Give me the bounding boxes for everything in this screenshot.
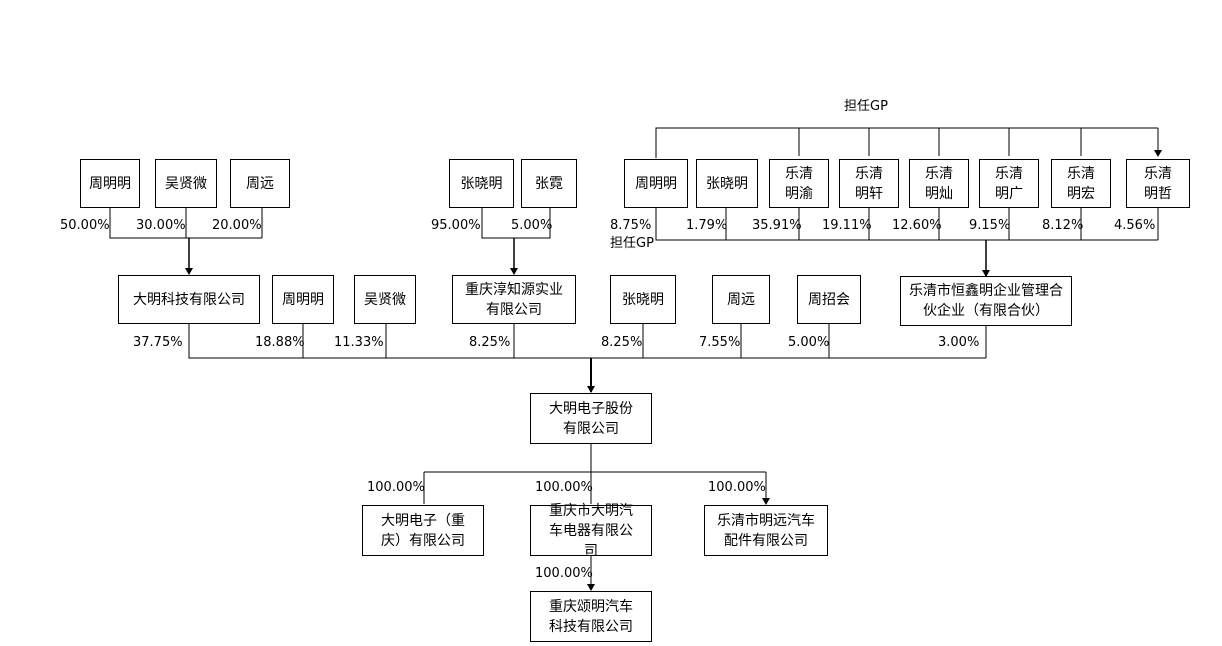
gp-arrow [798, 128, 1158, 156]
shareholder-box: 张晓明 [610, 275, 676, 324]
shareholder-box: 周远 [712, 275, 770, 324]
company-box: 大明电子股份有限公司 [530, 393, 652, 444]
shareholder-box: 大明科技有限公司 [118, 275, 260, 324]
pct-label: 100.00% [535, 566, 593, 581]
pct-label: 12.60% [892, 218, 942, 233]
pct-label: 7.55% [699, 335, 741, 350]
connector-line [424, 444, 766, 473]
pct-label: 8.25% [469, 335, 511, 350]
pct-label: 50.00% [60, 218, 110, 233]
holder-box: 周明明 [80, 159, 140, 208]
pct-label: 4.56% [1114, 218, 1156, 233]
pct-label: 5.00% [788, 335, 830, 350]
holder-box: 乐清明轩 [839, 159, 899, 208]
pct-label: 8.25% [601, 335, 643, 350]
holder-box: 张霓 [521, 159, 577, 208]
holder-box: 张晓明 [449, 159, 514, 208]
pct-label: 3.00% [938, 335, 980, 350]
pct-label: 30.00% [136, 218, 186, 233]
pct-label: 19.11% [822, 218, 872, 233]
pct-label: 100.00% [535, 480, 593, 495]
gp-connector [655, 127, 1158, 158]
pct-label: 18.88% [255, 335, 305, 350]
pct-label: 35.91% [752, 218, 802, 233]
shareholder-box: 周招会 [797, 275, 861, 324]
pct-label: 20.00% [212, 218, 262, 233]
connector-line [109, 208, 263, 239]
shareholder-box: 重庆淳知源实业有限公司 [452, 275, 576, 324]
gp-side-label: 担任GP [610, 236, 654, 251]
subsidiary-box: 重庆市大明汽车电器有限公司 [530, 503, 652, 559]
grand-subsidiary-box: 重庆颂明汽车科技有限公司 [530, 591, 652, 642]
pct-label: 100.00% [708, 480, 766, 495]
pct-label: 95.00% [431, 218, 481, 233]
pct-label: 8.12% [1042, 218, 1084, 233]
holder-box: 乐清明灿 [909, 159, 969, 208]
shareholder-box: 乐清市恒鑫明企业管理合伙企业（有限合伙） [900, 276, 1072, 326]
holder-box: 乐清明渝 [769, 159, 829, 208]
pct-label: 11.33% [334, 335, 384, 350]
holder-box: 周明明 [624, 159, 688, 208]
subsidiary-box: 大明电子（重庆）有限公司 [362, 505, 484, 556]
holder-box: 乐清明哲 [1126, 159, 1190, 208]
subsidiary-box: 乐清市明远汽车配件有限公司 [704, 505, 828, 556]
connector-line [655, 208, 1159, 241]
connector-line [481, 208, 551, 239]
pct-label: 1.79% [686, 218, 728, 233]
pct-label: 8.75% [610, 218, 652, 233]
pct-label: 37.75% [133, 335, 183, 350]
pct-label: 100.00% [367, 480, 425, 495]
pct-label: 9.15% [969, 218, 1011, 233]
holder-box: 乐清明广 [979, 159, 1039, 208]
pct-label: 5.00% [511, 218, 553, 233]
holder-box: 张晓明 [696, 159, 758, 208]
holder-box: 吴贤微 [155, 159, 217, 208]
holder-box: 乐清明宏 [1051, 159, 1111, 208]
gp-top-label: 担任GP [844, 99, 888, 114]
shareholder-box: 吴贤微 [354, 275, 416, 324]
connector-arrow [423, 472, 766, 504]
shareholder-box: 周明明 [272, 275, 334, 324]
connector-line [188, 324, 987, 359]
holder-box: 周远 [230, 159, 290, 208]
